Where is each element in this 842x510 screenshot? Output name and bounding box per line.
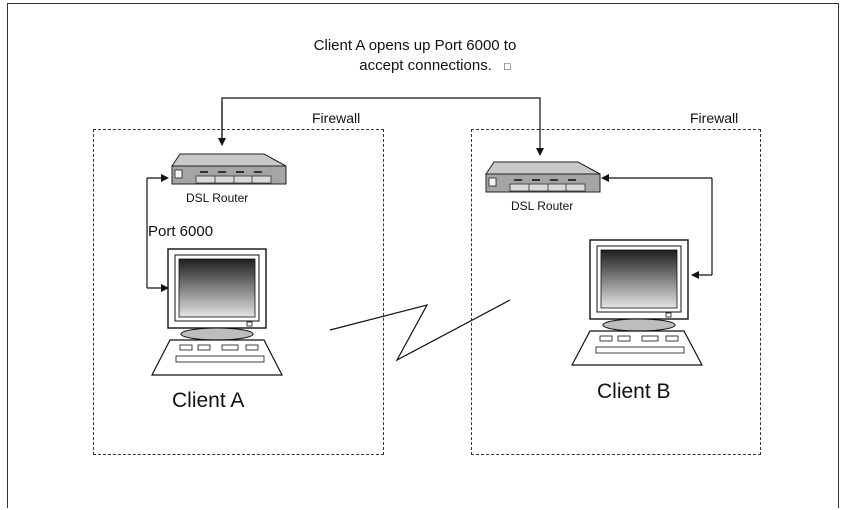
caption-line-1: Client A opens up Port 6000 to (313, 37, 517, 54)
caption-connector (221, 97, 544, 156)
caption: Client A opens up Port 6000 to accept co… (250, 36, 580, 77)
firewall-label-left: Firewall (312, 110, 361, 126)
client-a-computer-icon (151, 248, 283, 376)
client-b-label: Client B (597, 380, 671, 403)
caption-arrow-path (221, 97, 544, 156)
diagram-frame (7, 3, 839, 508)
caption-glyph: □ (504, 61, 511, 73)
client-a-port-link (146, 174, 169, 292)
client-b-computer-icon (571, 239, 703, 366)
router-a-label: DSL Router (186, 191, 249, 205)
caption-line-2: accept connections. □ (250, 56, 580, 77)
router-b-icon (485, 161, 601, 193)
client-b-link (601, 174, 713, 279)
router-a-icon (171, 153, 287, 185)
caption-line-2-text: accept connections. (359, 57, 492, 74)
firewall-boundary-left (93, 129, 384, 455)
firewall-label-right: Firewall (690, 110, 739, 126)
client-a-label: Client A (172, 389, 245, 412)
port-label: Port 6000 (148, 223, 214, 240)
router-b-label: DSL Router (511, 199, 574, 213)
lightning-link-icon (329, 299, 511, 362)
firewall-boundary-right (471, 129, 761, 455)
